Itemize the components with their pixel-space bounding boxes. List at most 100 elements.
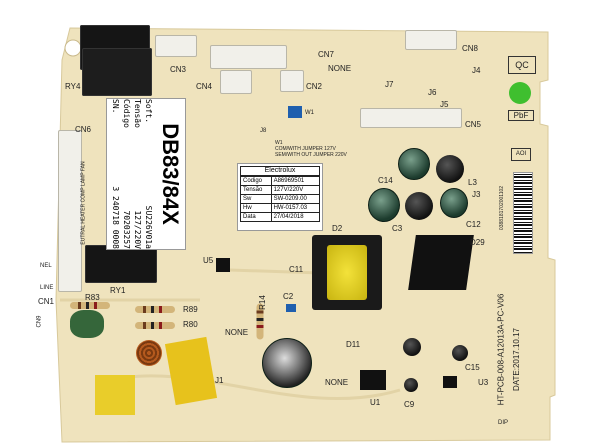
qc-badge: QC xyxy=(508,56,536,74)
tensao-key: Tensão xyxy=(133,99,142,128)
model-number: DB83/84X xyxy=(158,123,183,225)
relay-ry4-body xyxy=(82,48,152,96)
mounting-hole xyxy=(64,39,82,57)
j3-label: J3 xyxy=(472,190,481,199)
row-key: Data xyxy=(240,212,272,222)
pcb-date: DATE:2017.10.17 xyxy=(512,327,522,392)
jumper-note-line1: COM/WITH JUMPER 127V xyxy=(275,146,336,152)
none-label-2: NONE xyxy=(225,328,249,337)
connector-cn4 xyxy=(220,70,252,94)
ic-u3 xyxy=(443,376,457,388)
ic-u5 xyxy=(216,258,230,272)
connector-cn3 xyxy=(155,35,197,57)
transformer xyxy=(312,235,382,310)
nel-label: NEL xyxy=(40,263,52,269)
capacitor-c15 xyxy=(452,345,468,361)
inductor-coil xyxy=(136,340,162,366)
transformer-coil xyxy=(327,245,367,300)
row-value: 27/04/2018 xyxy=(270,212,321,222)
row-key: Codigo xyxy=(240,176,272,186)
connector-cn5 xyxy=(360,108,462,128)
cn1-label: CN1 xyxy=(38,297,55,306)
c15-label: C15 xyxy=(465,363,480,372)
jumper-note-title: W1 xyxy=(275,140,283,146)
r89-label: R89 xyxy=(183,305,198,314)
row-key: Hw xyxy=(240,203,272,213)
j7-label: J7 xyxy=(385,80,394,89)
cn9-label: CN9 xyxy=(36,315,43,328)
cn6-label: CN6 xyxy=(75,125,92,134)
model-details: Soft. SU226V01a Tensão 127/220V Código 7020… xyxy=(110,99,154,249)
c2-label: C2 xyxy=(283,292,294,301)
cn3-label: CN3 xyxy=(170,65,187,74)
ry4-label: RY4 xyxy=(65,82,81,91)
row-key: Tensão xyxy=(240,185,272,195)
c11-label: C11 xyxy=(289,265,304,274)
tensao-value: 127/220V xyxy=(133,210,142,249)
resistor-r80 xyxy=(135,322,175,329)
c3-label: C3 xyxy=(392,224,403,233)
fuse xyxy=(95,375,135,415)
none-label-3: NONE xyxy=(325,378,349,387)
barcode xyxy=(513,172,533,254)
aoi-badge: AOI xyxy=(511,148,531,161)
cn8-label: CN8 xyxy=(462,44,479,53)
capacitor xyxy=(403,338,421,356)
codigo-value: 70203257 xyxy=(122,210,131,249)
u5-label: U5 xyxy=(203,256,214,265)
w1-label: W1 xyxy=(305,110,314,116)
cn7-label: CN7 xyxy=(318,50,335,59)
r14-label: R14 xyxy=(257,295,267,310)
capacitor-c3 xyxy=(398,148,430,180)
soft-value: SU226V01a xyxy=(144,205,153,249)
c14-label: C14 xyxy=(378,176,393,185)
heatsink xyxy=(408,235,474,290)
row-value: HW-0157.03 xyxy=(270,203,321,213)
qc-sticker xyxy=(509,82,531,104)
none-label: NONE xyxy=(328,64,352,73)
capacitor-bulk xyxy=(262,338,312,388)
j6-label: J6 xyxy=(428,88,437,97)
jumper-note: W1 COM/WITH JUMPER 127V SEM/WITH OUT JUM… xyxy=(275,140,347,158)
relay-ry1 xyxy=(85,245,157,283)
varistor xyxy=(70,310,104,338)
d29-label: D29 xyxy=(470,238,485,247)
cn4-label: CN4 xyxy=(196,82,213,91)
d2-label: D2 xyxy=(332,224,343,233)
capacitor-c12 xyxy=(440,188,468,218)
row-value: SW-0209.00 xyxy=(270,194,321,204)
resistor-r83 xyxy=(70,302,110,309)
jumper-note-line2: SEM/WITH OUT JUMPER 220V xyxy=(275,152,347,158)
j8-label: J8 xyxy=(260,128,267,134)
c9-label: C9 xyxy=(404,400,415,409)
connector-cn7 xyxy=(210,45,287,69)
sn-value: 3 240718 0008 xyxy=(111,186,120,249)
ry1-label: RY1 xyxy=(110,286,126,295)
row-value: 127V/220V xyxy=(270,185,321,195)
cn2-label: CN2 xyxy=(306,82,323,91)
cn6-pin-labels: EUTRAL HEATER COMP LAMP FAN xyxy=(80,161,87,245)
l3-label: L3 xyxy=(468,178,477,187)
capacitor-c9 xyxy=(404,378,418,392)
c12-label: C12 xyxy=(466,220,481,229)
pbf-badge: PbF xyxy=(508,110,534,121)
j4-label: J4 xyxy=(472,66,481,75)
resistor-r89 xyxy=(135,306,175,313)
connector-cn2 xyxy=(280,70,304,92)
soft-key: Soft. xyxy=(144,99,153,124)
connector-cn6 xyxy=(58,130,82,292)
capacitor-c14 xyxy=(368,188,400,222)
row-value: A86969501 xyxy=(270,176,321,186)
u1-label: U1 xyxy=(370,398,381,407)
barcode-text: 0388181702001102 xyxy=(499,185,506,231)
codigo-key: Código xyxy=(122,99,131,128)
sn-key: SN. xyxy=(111,99,120,114)
